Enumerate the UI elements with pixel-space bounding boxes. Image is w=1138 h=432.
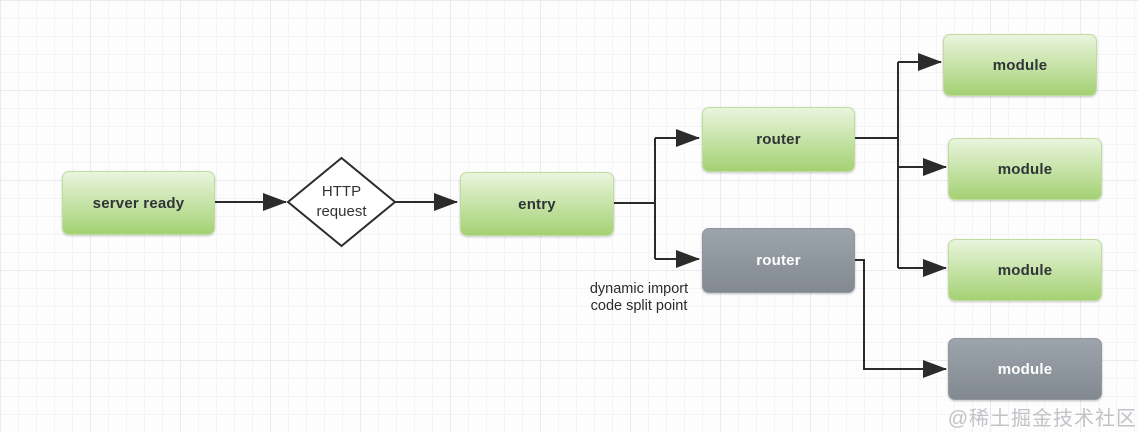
- decision-diamond-shape: [286, 156, 397, 248]
- node-server-ready-label: server ready: [92, 194, 185, 212]
- annotation-line2: code split point: [590, 298, 688, 314]
- watermark: @稀土掘金技术社区: [947, 408, 1137, 430]
- http-request-line2: request: [316, 203, 367, 220]
- node-server-ready: server ready: [62, 171, 215, 235]
- node-module-1: module: [943, 34, 1097, 96]
- node-module-4: module: [948, 338, 1102, 400]
- node-entry-label: entry: [518, 195, 556, 213]
- annotation-line1: dynamic import: [589, 281, 689, 297]
- node-http-request: HTTP request: [288, 158, 395, 246]
- node-router-top-label: router: [756, 131, 801, 148]
- node-module-1-label: module: [992, 56, 1048, 74]
- http-request-line1: HTTP: [321, 182, 362, 200]
- node-module-2-label: module: [997, 160, 1053, 178]
- node-module-2: module: [948, 138, 1102, 200]
- node-entry: entry: [460, 172, 614, 236]
- node-module-3: module: [948, 239, 1102, 301]
- node-module-4-label: module: [997, 360, 1053, 378]
- annotation-code-split-point: dynamic import code split point: [569, 281, 709, 315]
- node-router-bottom-label: router: [756, 252, 801, 269]
- edge-router-bottom-to-module-4: [853, 259, 947, 378]
- node-router-bottom: router: [702, 228, 855, 293]
- node-module-3-label: module: [997, 261, 1053, 279]
- node-router-top: router: [702, 107, 855, 172]
